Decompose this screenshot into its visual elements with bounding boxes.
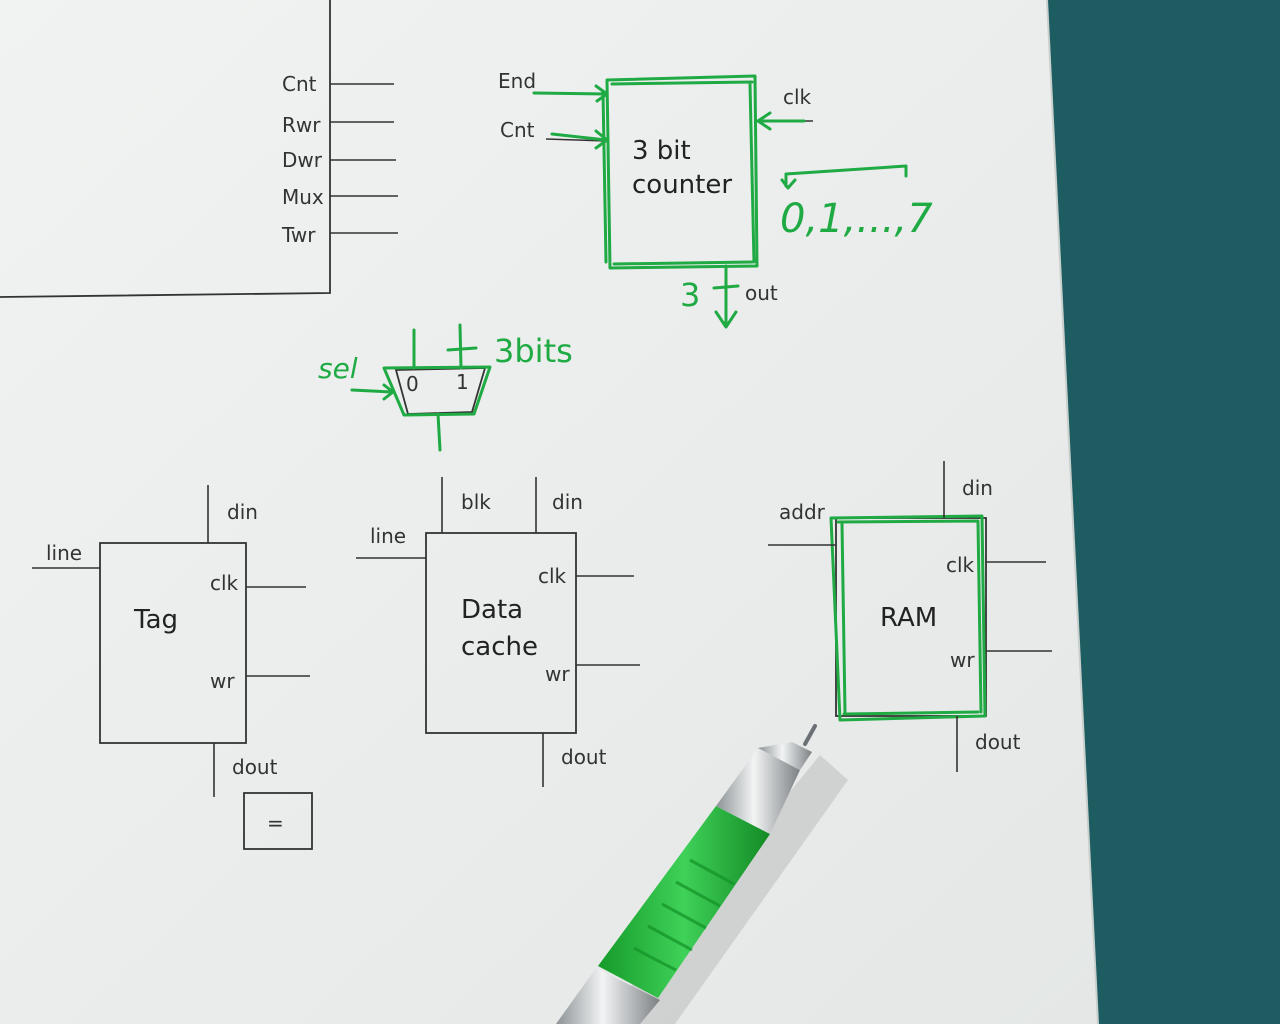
counter-clk-label: clk	[783, 85, 812, 109]
ram-title: RAM	[880, 603, 937, 633]
port-dwr-label: Dwr	[282, 148, 323, 172]
counter-title-line1: 3 bit	[632, 136, 691, 166]
tag-din-label: din	[227, 500, 258, 524]
ram-wr-label: wr	[950, 648, 975, 672]
data-cache-line-label: line	[370, 524, 406, 548]
mux-width-note: 3bits	[494, 332, 573, 370]
ram-dout-label: dout	[975, 730, 1021, 754]
data-cache-clk-label: clk	[538, 564, 567, 588]
mux-input1-label: 1	[456, 370, 469, 394]
counter-cnt-label: Cnt	[500, 118, 535, 142]
data-cache-title-line2: cache	[461, 632, 538, 662]
tag-wr-label: wr	[210, 669, 235, 693]
counter-title-line2: counter	[632, 170, 732, 200]
counter-range-note: 0,1,...,7	[780, 196, 933, 242]
port-rwr-label: Rwr	[282, 113, 321, 137]
data-cache-wr-label: wr	[545, 662, 570, 686]
data-cache-blk-label: blk	[461, 490, 491, 514]
ram-clk-label: clk	[946, 553, 975, 577]
port-twr-label: Twr	[281, 223, 316, 247]
tag-clk-label: clk	[210, 571, 239, 595]
mux-input0-label: 0	[406, 372, 419, 396]
tag-dout-label: dout	[232, 755, 278, 779]
tag-line-label: line	[46, 541, 82, 565]
counter-width-note: 3	[680, 276, 700, 314]
data-cache-title-line1: Data	[461, 595, 523, 625]
data-cache-din-label: din	[552, 490, 583, 514]
port-mux-label: Mux	[282, 185, 324, 209]
ram-addr-label: addr	[779, 500, 826, 524]
port-cnt-label: Cnt	[282, 72, 317, 96]
ram-din-label: din	[962, 476, 993, 500]
comparator-symbol: =	[267, 811, 284, 835]
data-cache-dout-label: dout	[561, 745, 607, 769]
mux-sel-label: sel	[318, 352, 358, 385]
tag-title: Tag	[133, 605, 178, 635]
counter-end-label: End	[498, 69, 536, 93]
paper-sheet	[0, 0, 1098, 1024]
counter-out-label: out	[745, 281, 778, 305]
